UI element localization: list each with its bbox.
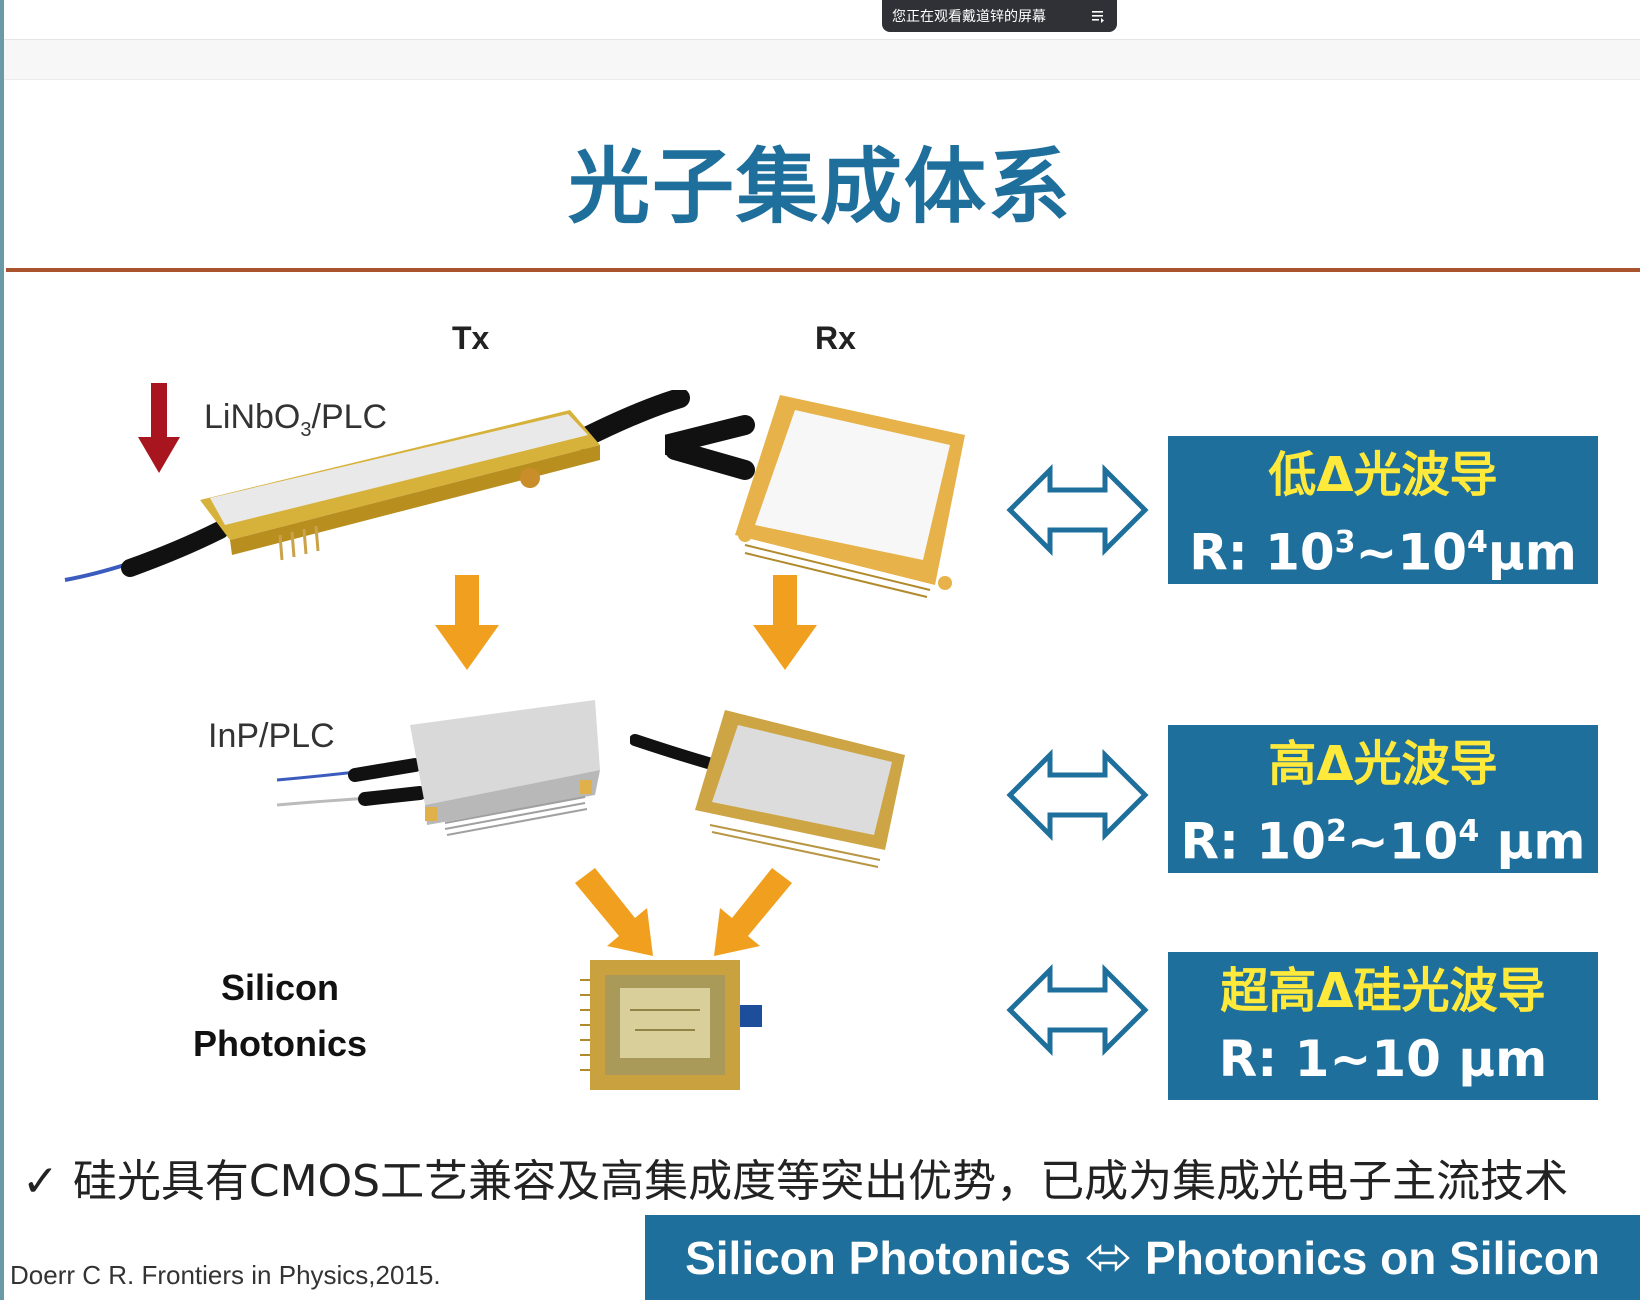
viewer-top-bar [0, 0, 1640, 40]
orange-arrow-icon [435, 575, 499, 670]
low-delta-radius: R: 103~104μm [1189, 523, 1577, 582]
rx-receiver-image-2 [630, 710, 905, 868]
footer-banner: Silicon Photonics Photonics on Silicon [645, 1215, 1640, 1300]
ultra-high-delta-radius: R: 1~10 μm [1218, 1030, 1548, 1088]
silicon-photonics-package-image [580, 960, 762, 1090]
high-delta-waveguide-box: 高Δ光波导 R: 102~104 μm [1168, 725, 1598, 873]
silicon-label-line2: Photonics [192, 1023, 367, 1064]
list-icon[interactable] [1091, 9, 1105, 23]
double-arrow-icon [1006, 963, 1149, 1057]
high-delta-title: 高Δ光波导 [1268, 736, 1498, 792]
silicon-photonics-label: Silicon Photonics [170, 960, 390, 1072]
tx-label: Tx [452, 320, 490, 356]
slide-title: 光子集成体系 [567, 140, 1072, 235]
low-delta-title: 低Δ光波导 [1268, 447, 1498, 503]
left-edge-rule [0, 0, 4, 1300]
title-divider [6, 268, 1640, 272]
red-down-arrow-icon [138, 383, 180, 473]
footer-left-text: Silicon Photonics [685, 1231, 1072, 1284]
ultra-high-delta-silicon-box: 超高Δ硅光波导 R: 1~10 μm [1168, 952, 1598, 1100]
tier2-material-label: InP/PLC [208, 717, 335, 755]
inp-transmitter-image [276, 700, 600, 836]
linbo3-modulator-image [64, 390, 690, 582]
silicon-label-line1: Silicon [220, 967, 340, 1008]
rx-label: Rx [815, 320, 856, 356]
double-arrow-icon [1006, 748, 1149, 842]
screen-share-notice[interactable]: 您正在观看戴道锌的屏幕 [882, 0, 1117, 32]
share-notice-text: 您正在观看戴道锌的屏幕 [892, 8, 1046, 24]
high-delta-radius: R: 102~104 μm [1180, 812, 1586, 871]
bidirectional-arrow-icon [1086, 1243, 1130, 1272]
conclusion-bullet: ✓ 硅光具有CMOS工艺兼容及高集成度等突出优势，已成为集成光电子主流技术 [22, 1156, 1569, 1207]
low-delta-waveguide-box: 低Δ光波导 R: 103~104μm [1168, 436, 1598, 584]
viewer-toolbar [0, 40, 1640, 80]
orange-arrow-icon [575, 868, 653, 956]
ultra-high-delta-title: 超高Δ硅光波导 [1220, 963, 1546, 1019]
footer-right-text: Photonics on Silicon [1145, 1231, 1600, 1284]
orange-arrow-icon [753, 575, 817, 670]
double-arrow-icon [1006, 463, 1149, 557]
reference-citation: Doerr C R. Frontiers in Physics,2015. [10, 1260, 441, 1290]
orange-arrow-icon [714, 868, 792, 956]
rx-receiver-image-1 [665, 395, 965, 598]
tier1-material-label: LiNbO3/PLC [204, 398, 388, 441]
